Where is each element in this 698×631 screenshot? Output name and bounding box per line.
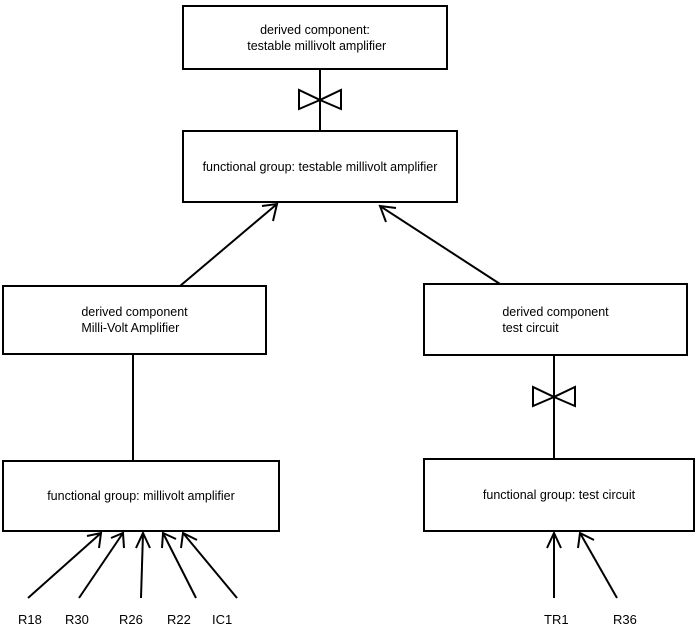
node-derived-component-testable-millivolt-amplifier[interactable]: derived component: testable millivolt am… bbox=[182, 5, 448, 70]
arrow-head-r22 bbox=[161, 531, 177, 549]
leaf-label-r22[interactable]: R22 bbox=[167, 612, 191, 627]
arrow-head-r30 bbox=[110, 531, 125, 549]
node-label-line1: functional group: testable millivolt amp… bbox=[202, 159, 438, 174]
bowtie-test-circuit-icon bbox=[532, 385, 576, 408]
bowtie-right-triangle-icon bbox=[317, 88, 342, 111]
leaf-label-r30[interactable]: R30 bbox=[65, 612, 89, 627]
leaf-label-r18[interactable]: R18 bbox=[18, 612, 42, 627]
node-label-line1: derived component: bbox=[260, 22, 370, 37]
bowtie-left-triangle-icon bbox=[298, 88, 323, 111]
arrow-head-mva-to-fg-testable bbox=[261, 202, 279, 222]
node-label: functional group: millivolt amplifier bbox=[47, 488, 235, 504]
node-label-line2: test circuit bbox=[502, 320, 559, 335]
arrow-line-ic1 bbox=[182, 532, 238, 599]
generalization-arrows-test-circuit bbox=[546, 530, 618, 599]
bowtie-left-triangle-icon bbox=[532, 385, 557, 408]
arrow-head-ic1 bbox=[180, 531, 198, 549]
leaf-label-ic1[interactable]: IC1 bbox=[212, 612, 233, 627]
bowtie-right-triangle-icon bbox=[551, 385, 576, 408]
arrow-head-r18 bbox=[86, 531, 103, 549]
generalization-arrows-millivolt bbox=[27, 530, 238, 599]
connector-stems bbox=[132, 70, 555, 460]
arrow-head-tr1 bbox=[546, 530, 562, 549]
node-label-line1: derived component bbox=[81, 305, 188, 319]
leaf-label-tr1[interactable]: TR1 bbox=[544, 612, 569, 627]
leaf-label-r36[interactable]: R36 bbox=[613, 612, 637, 627]
arrow-line-r30 bbox=[78, 532, 124, 599]
arrow-head-r26 bbox=[135, 530, 151, 549]
bowtie-top-icon bbox=[298, 88, 342, 111]
node-label: functional group: test circuit bbox=[483, 487, 635, 503]
arrow-head-r36 bbox=[577, 531, 595, 549]
node-label-line2: Milli-Volt Amplifier bbox=[81, 321, 180, 335]
node-label: functional group: testable millivolt amp… bbox=[203, 159, 438, 175]
node-label-line1: functional group: test circuit bbox=[482, 488, 636, 502]
arrow-line-testcircuit-to-fg-testable bbox=[379, 205, 501, 285]
arrow-head-testcircuit-to-fg-testable bbox=[378, 204, 397, 223]
leaf-label-r26[interactable]: R26 bbox=[119, 612, 143, 627]
arrow-line-r22 bbox=[162, 532, 197, 599]
node-functional-group-millivolt-amplifier[interactable]: functional group: millivolt amplifier bbox=[2, 460, 280, 532]
node-functional-group-testable-millivolt-amplifier[interactable]: functional group: testable millivolt amp… bbox=[182, 130, 458, 203]
node-functional-group-test-circuit[interactable]: functional group: test circuit bbox=[423, 458, 695, 532]
node-label-line2: testable millivolt amplifier bbox=[243, 38, 387, 53]
arrow-line-r26 bbox=[140, 532, 144, 599]
generalization-arrows-upper bbox=[179, 202, 501, 287]
node-label-line1: functional group: millivolt amplifier bbox=[47, 489, 235, 503]
arrow-line-mva-to-fg-testable bbox=[179, 203, 278, 287]
node-label-line1: derived component bbox=[502, 304, 609, 319]
arrow-line-r18 bbox=[27, 532, 102, 599]
node-label: derived component: testable millivolt am… bbox=[244, 22, 386, 54]
arrow-line-r36 bbox=[579, 532, 618, 599]
